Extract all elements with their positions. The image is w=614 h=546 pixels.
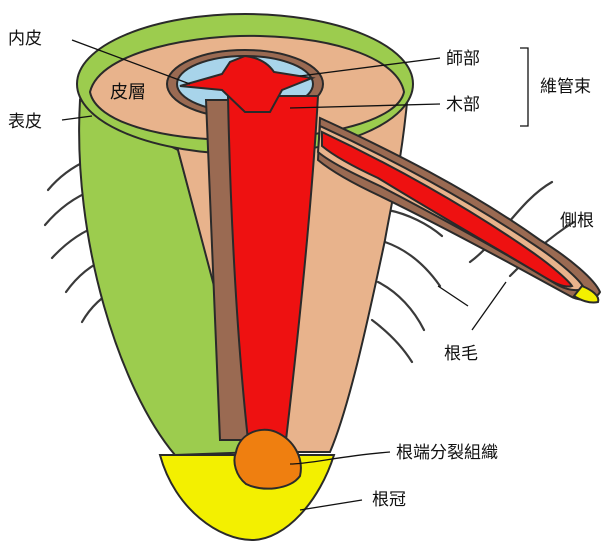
label-endodermis: 内皮 <box>8 29 42 49</box>
label-lateral-root: 側根 <box>560 211 594 231</box>
label-root-hair: 根毛 <box>444 344 478 364</box>
label-xylem: 木部 <box>446 95 480 115</box>
label-cortex: 皮層 <box>110 82 146 103</box>
label-phloem: 師部 <box>446 49 480 69</box>
label-epidermis: 表皮 <box>8 112 42 132</box>
label-vascular-bundle: 維管束 <box>540 77 591 97</box>
label-apical-meristem: 根端分裂組織 <box>396 443 498 463</box>
label-root-cap: 根冠 <box>372 490 406 510</box>
